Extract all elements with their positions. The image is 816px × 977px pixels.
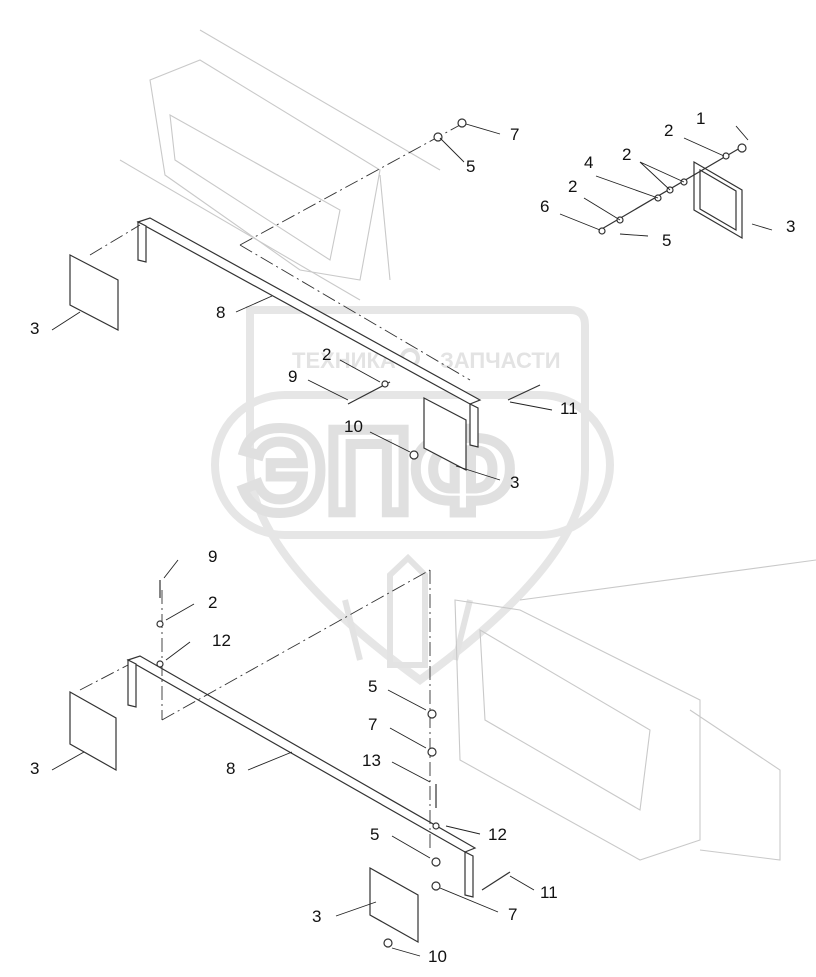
callout-2: 2 (664, 121, 673, 140)
cab-outline-top (119, 29, 441, 301)
callout-10: 10 (428, 947, 447, 966)
bracket-top (136, 217, 482, 448)
bracket-bottom (126, 655, 477, 898)
callout-12: 12 (488, 825, 507, 844)
callout-3: 3 (312, 907, 321, 926)
washer-bottom-5b (431, 857, 441, 867)
callout-13: 13 (362, 751, 381, 770)
reflector-bottom-left (69, 690, 117, 772)
callout-7: 7 (368, 715, 377, 734)
callout-3: 3 (510, 473, 519, 492)
callout-9: 9 (288, 367, 297, 386)
callout-3: 3 (30, 319, 39, 338)
callout-5: 5 (466, 157, 475, 176)
callout-2: 2 (568, 177, 577, 196)
nut-top-7 (457, 118, 467, 128)
watermark-brand-right: ЗАПЧАСТИ (440, 348, 561, 373)
nut-bottom-7a (427, 747, 437, 757)
wheat-icon (342, 553, 473, 668)
callout-12: 12 (212, 631, 231, 650)
reflector-bottom-center (369, 866, 419, 944)
washer-top-5 (433, 132, 443, 142)
callout-2: 2 (208, 593, 217, 612)
washer-bottom-2 (156, 620, 164, 628)
washer-bottom-5a (427, 709, 437, 719)
callout-6: 6 (540, 197, 549, 216)
pin-bottom-11 (481, 871, 511, 891)
washer-bottom-12b (432, 822, 440, 830)
callout-5: 5 (368, 677, 377, 696)
nut-top-10 (409, 450, 419, 460)
nut-bottom-7b (431, 881, 441, 891)
callout-3: 3 (30, 759, 39, 778)
callout-11: 11 (560, 399, 578, 418)
callout-2: 2 (622, 145, 631, 164)
callout-8: 8 (226, 759, 235, 778)
cab-outline-bottom (454, 559, 816, 861)
callout-10: 10 (344, 417, 363, 436)
nut-bottom-10 (383, 938, 393, 948)
washer-bottom-12 (156, 660, 164, 668)
callout-2: 2 (322, 345, 331, 364)
reflector-top-left (69, 254, 119, 331)
callout-7: 7 (508, 905, 517, 924)
pin-top-11 (507, 384, 541, 401)
callout-11: 11 (540, 883, 558, 902)
callout-7: 7 (510, 125, 519, 144)
washer-top-2 (381, 380, 389, 388)
callout-1: 1 (696, 109, 705, 128)
reflector-top-center (423, 397, 467, 471)
leader-lines (51, 123, 773, 957)
callout-8: 8 (216, 303, 225, 322)
callout-3: 3 (786, 217, 795, 236)
callout-4: 4 (584, 153, 593, 172)
callout-5: 5 (662, 231, 671, 250)
callout-5: 5 (370, 825, 379, 844)
exploded-set-top-right (598, 143, 747, 240)
callout-9: 9 (208, 547, 217, 566)
